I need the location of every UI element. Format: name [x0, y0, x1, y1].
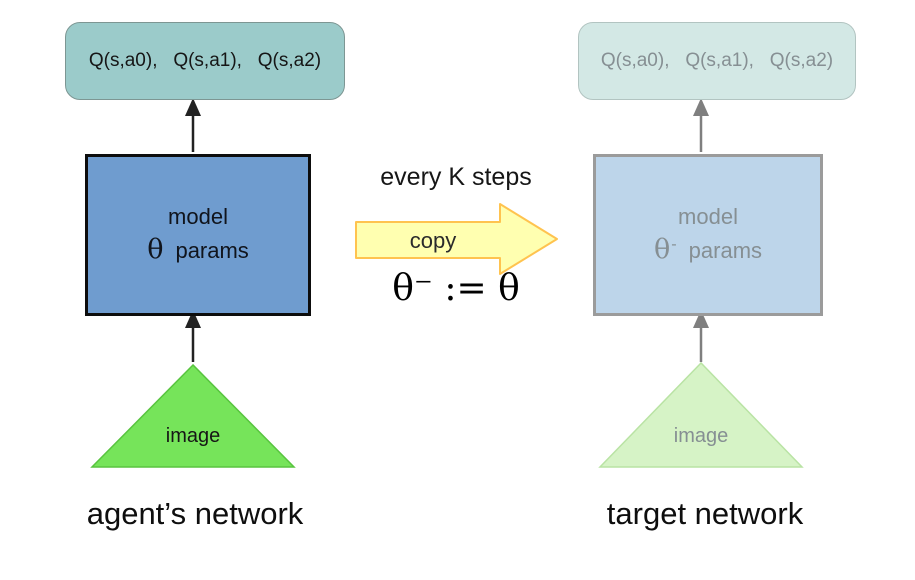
model-label: model: [168, 203, 228, 229]
q-values-text: Q(s,a0), Q(s,a1), Q(s,a2): [88, 50, 322, 71]
image-input-triangle-target: image: [598, 361, 804, 468]
theta-superscript-minus: -: [671, 234, 677, 254]
image-label: image: [166, 425, 220, 447]
theta-symbol: θ: [653, 233, 671, 265]
arrow-model-to-q-target: [693, 98, 709, 152]
model-label: model: [678, 203, 738, 229]
theta-symbol: θ: [147, 233, 164, 265]
triangle-shape: [598, 361, 804, 468]
image-label: image: [674, 425, 728, 447]
target-network-caption: target network: [606, 496, 804, 531]
arrow-head-icon: [693, 98, 709, 116]
model-box-target: model θ-params: [593, 154, 823, 316]
q-values-text: Q(s,a0), Q(s,a1), Q(s,a2): [600, 50, 834, 71]
arrow-head-icon: [185, 98, 201, 116]
arrow-model-to-q-agent: [185, 98, 201, 152]
q-values-box-target: Q(s,a0), Q(s,a1), Q(s,a2): [578, 22, 856, 100]
q-values-box-agent: Q(s,a0), Q(s,a1), Q(s,a2): [65, 22, 345, 100]
arrow-image-to-model-target: [693, 310, 709, 362]
arrow-head-icon: [693, 310, 709, 328]
every-k-steps-label: every K steps: [380, 163, 532, 191]
copy-arrow: copy: [355, 203, 558, 275]
model-params-line: θ-params: [654, 232, 762, 268]
copy-arrow-label: copy: [410, 228, 456, 253]
params-label: params: [175, 237, 249, 263]
triangle-shape: [90, 363, 296, 468]
agent-network-caption: agent’s network: [86, 496, 304, 531]
params-label: params: [688, 237, 763, 263]
copy-arrow-shape: [355, 203, 558, 275]
theta-assignment-formula: θ⁻ := θ: [392, 268, 520, 309]
arrow-image-to-model-agent: [185, 310, 201, 362]
image-input-triangle-agent: image: [90, 363, 296, 468]
arrow-head-icon: [185, 310, 201, 328]
